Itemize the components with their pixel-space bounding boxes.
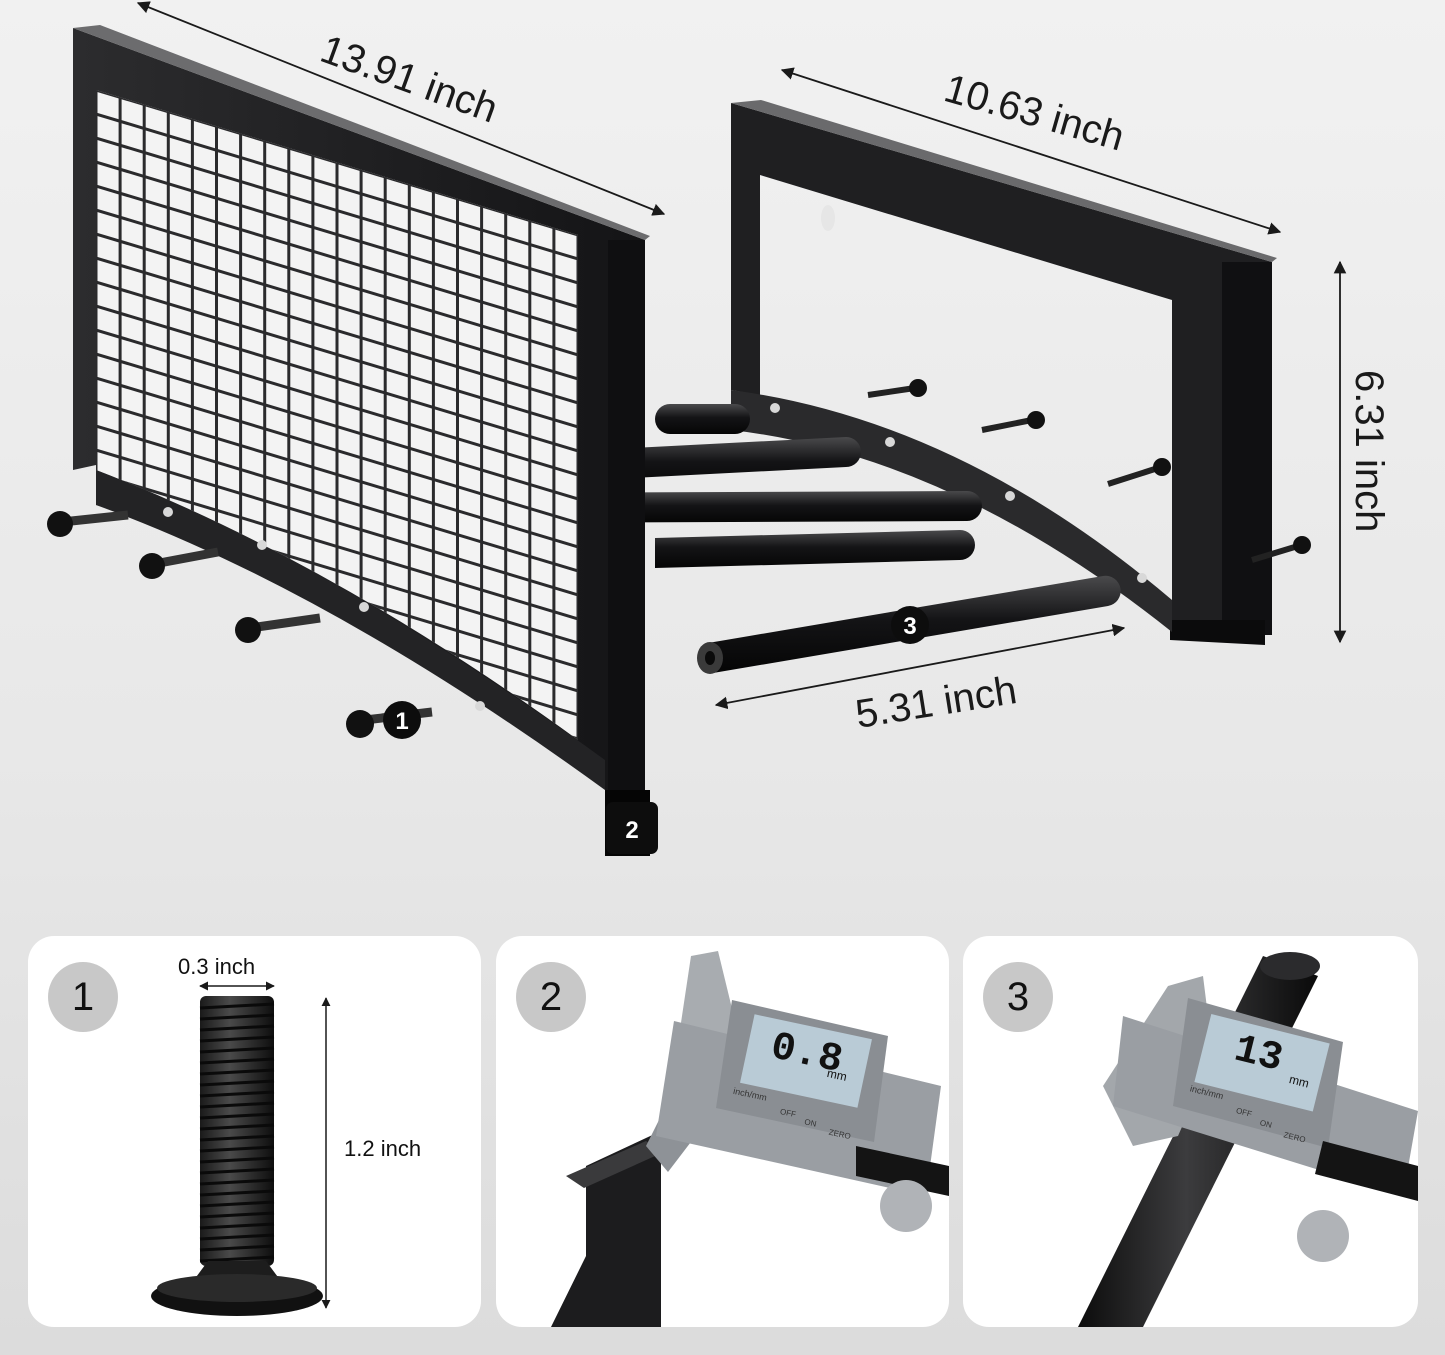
caliper-foot-illustration: 0.8 mm inch/mm OFF ON ZERO: [551, 951, 949, 1327]
callout-screw: 1: [383, 701, 421, 739]
svg-text:3: 3: [903, 613, 916, 640]
svg-text:1: 1: [395, 708, 408, 735]
btn-off: OFF: [779, 1107, 797, 1119]
callout-foot: 2: [606, 802, 658, 854]
height-label: 6.31 inch: [1347, 370, 1391, 532]
detail-card-foot-thickness: 0.8 mm inch/mm OFF ON ZERO 2: [496, 936, 949, 1327]
detail-card-screw: 1 0.3 inch 1.2 inch: [28, 936, 481, 1327]
screw-diameter-label: 0.3 inch: [178, 954, 256, 979]
btn-off: OFF: [1235, 1106, 1253, 1119]
screw-illustration: [151, 981, 331, 1316]
caliper-rod-illustration: 13 mm inch/mm OFF ON ZERO: [1078, 952, 1418, 1327]
dimension-lines: [136, 1, 1347, 710]
lcd-unit: mm: [1288, 1072, 1311, 1090]
callout-rod: 3: [891, 606, 929, 644]
front-screws: [47, 510, 433, 738]
front-width-label: 13.91 inch: [315, 27, 504, 131]
back-screws: [867, 379, 1311, 563]
back-width-label: 10.63 inch: [940, 66, 1130, 159]
btn-on: ON: [1259, 1118, 1273, 1130]
svg-text:2: 2: [625, 817, 638, 844]
btn-on: ON: [804, 1117, 818, 1128]
rod-length-label: 5.31 inch: [853, 668, 1020, 737]
card-number-3: 3: [983, 962, 1053, 1032]
rack-assembly-diagram: 13.91 inch 10.63 inch 6.31 inch 5.31 inc…: [47, 1, 1391, 856]
lcd-unit: mm: [826, 1066, 848, 1084]
screw-length-label: 1.2 inch: [344, 1136, 422, 1161]
detail-card-rod-diameter: 13 mm inch/mm OFF ON ZERO 3: [963, 936, 1418, 1327]
card-number-1: 1: [48, 962, 118, 1032]
card-number-2: 2: [516, 962, 586, 1032]
